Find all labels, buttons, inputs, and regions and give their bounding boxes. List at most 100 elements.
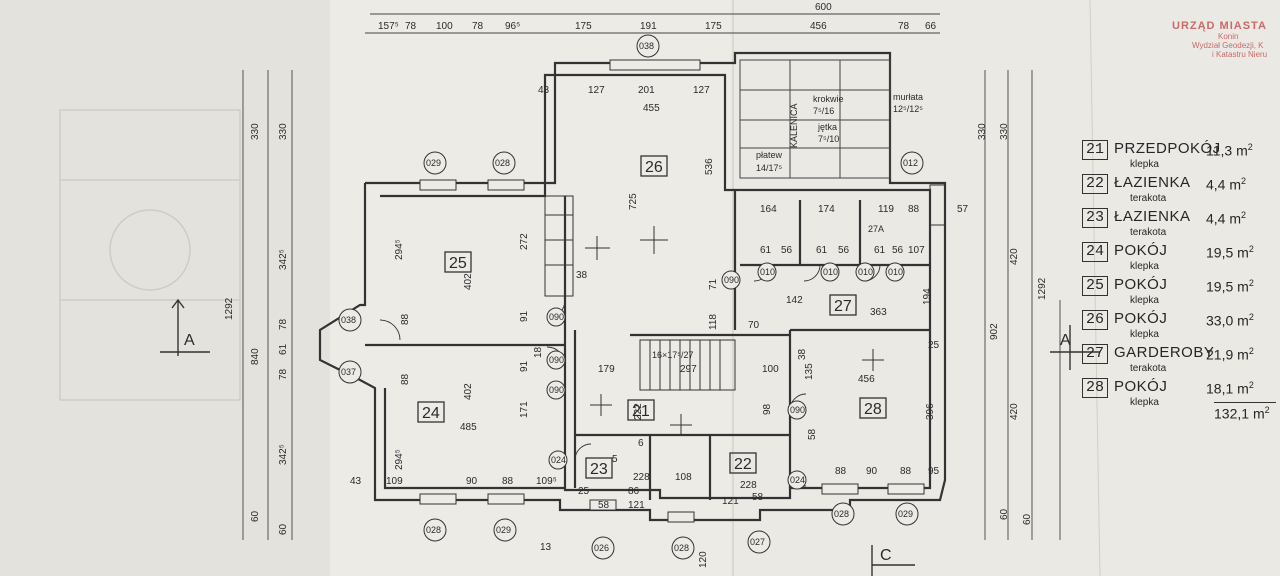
- room-name: PRZEDPOKÓJ: [1114, 140, 1221, 157]
- bubble: 010: [855, 262, 875, 282]
- paper-left: [0, 0, 360, 576]
- svg-text:201: 201: [638, 85, 655, 96]
- room-tag-22: 22: [729, 452, 757, 474]
- svg-text:029: 029: [496, 525, 511, 535]
- svg-text:13: 13: [540, 542, 552, 553]
- svg-text:KALENICA: KALENICA: [789, 103, 799, 148]
- svg-text:58: 58: [752, 492, 764, 503]
- room-number: 25: [1082, 276, 1108, 296]
- svg-text:010: 010: [823, 267, 838, 277]
- svg-text:61: 61: [816, 245, 828, 256]
- svg-text:108: 108: [675, 472, 692, 483]
- room-area: 21,9 m2: [1206, 346, 1254, 363]
- left-dimensions: 1292 330 330 342⁵ 78 61 840 78 342⁵ 60 6…: [224, 123, 289, 535]
- svg-text:090: 090: [549, 312, 564, 322]
- svg-text:61: 61: [278, 343, 289, 355]
- svg-text:18: 18: [533, 346, 544, 358]
- svg-text:297: 297: [680, 364, 697, 375]
- svg-text:7⁵/16: 7⁵/16: [813, 106, 834, 116]
- room-name: GARDEROBY: [1114, 344, 1215, 361]
- svg-text:396: 396: [925, 403, 936, 420]
- svg-text:27: 27: [834, 298, 852, 315]
- section-a-right-label: A: [1060, 332, 1071, 349]
- room-tag-23: 23: [585, 457, 613, 479]
- svg-text:118: 118: [708, 314, 719, 330]
- dimension-lines: [242, 13, 1061, 540]
- svg-text:029: 029: [898, 509, 913, 519]
- room-name: ŁAZIENKA: [1114, 174, 1191, 191]
- svg-text:028: 028: [674, 543, 689, 553]
- svg-text:174: 174: [818, 204, 835, 215]
- svg-text:57: 57: [957, 204, 969, 215]
- room-floor: terakota: [1130, 193, 1167, 204]
- room-floor: klepka: [1130, 159, 1159, 170]
- svg-text:23: 23: [590, 461, 608, 478]
- svg-text:71: 71: [708, 278, 719, 290]
- bubble: 038: [338, 308, 362, 332]
- stamp-line-4: i Katastru Nieru: [1212, 50, 1268, 59]
- room-tags: 25 24 26 21 23 22 27 28: [417, 155, 887, 479]
- svg-text:78: 78: [278, 368, 289, 380]
- office-stamp: URZĄD MIASTA Konin Wydział Geodezji, K i…: [1172, 20, 1280, 59]
- room-name: POKÓJ: [1114, 378, 1168, 395]
- svg-text:95: 95: [928, 466, 940, 477]
- svg-text:536: 536: [704, 158, 715, 175]
- svg-text:194: 194: [922, 288, 933, 305]
- bubble: 028: [671, 536, 695, 560]
- room-tag-25: 25: [444, 251, 472, 273]
- svg-text:56: 56: [892, 245, 904, 256]
- annotation-27a: 27A: [868, 224, 884, 234]
- svg-text:25: 25: [449, 255, 467, 272]
- roof-framing: [739, 59, 891, 179]
- svg-text:86: 86: [628, 486, 640, 497]
- chimney-hatch: [544, 184, 946, 297]
- windows: [419, 59, 925, 523]
- svg-text:100: 100: [436, 21, 453, 32]
- svg-text:028: 028: [426, 525, 441, 535]
- svg-text:26: 26: [645, 159, 663, 176]
- svg-text:010: 010: [760, 267, 775, 277]
- section-a-left-label: A: [184, 332, 195, 349]
- room-floor: klepka: [1130, 261, 1159, 272]
- svg-text:78: 78: [278, 318, 289, 330]
- svg-text:029: 029: [426, 158, 441, 168]
- svg-text:725: 725: [628, 193, 639, 210]
- svg-text:107: 107: [908, 245, 925, 256]
- svg-text:1292: 1292: [1037, 277, 1048, 300]
- svg-text:027: 027: [750, 537, 765, 547]
- centre-marks: [585, 226, 884, 436]
- svg-text:455: 455: [643, 103, 660, 114]
- stamp-line-1: URZĄD MIASTA: [1172, 20, 1267, 32]
- svg-text:78: 78: [472, 21, 484, 32]
- svg-text:22: 22: [734, 456, 752, 473]
- svg-text:342⁵: 342⁵: [278, 444, 289, 465]
- svg-text:090: 090: [724, 275, 739, 285]
- svg-text:krokwie: krokwie: [813, 94, 844, 104]
- bubble: 024: [787, 470, 807, 490]
- svg-text:66: 66: [925, 21, 937, 32]
- svg-text:127: 127: [588, 85, 605, 96]
- stairs: [639, 339, 736, 391]
- svg-text:56: 56: [838, 245, 850, 256]
- bubble: 028: [831, 502, 855, 526]
- bubble: 090: [546, 307, 566, 327]
- svg-text:24: 24: [422, 405, 440, 422]
- svg-text:88: 88: [900, 466, 912, 477]
- bubble: 010: [885, 262, 905, 282]
- bubble: 090: [787, 400, 807, 420]
- svg-text:127: 127: [693, 85, 710, 96]
- room-floor: klepka: [1130, 397, 1159, 408]
- svg-text:1292: 1292: [224, 297, 235, 320]
- svg-text:56: 56: [781, 245, 793, 256]
- outer-walls: [318, 51, 947, 522]
- svg-text:142: 142: [786, 295, 803, 306]
- svg-text:175: 175: [575, 21, 592, 32]
- svg-text:90: 90: [466, 476, 478, 487]
- bubble: 029: [423, 151, 447, 175]
- svg-text:038: 038: [639, 41, 654, 51]
- room-tag-24: 24: [417, 401, 445, 423]
